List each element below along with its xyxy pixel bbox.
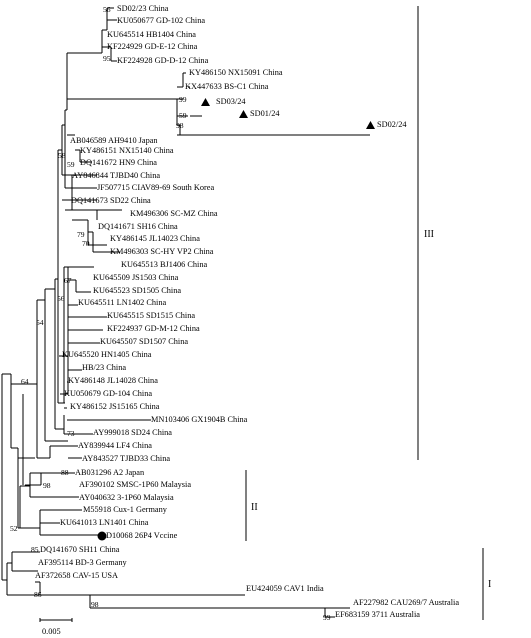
leaf-label: KU645507 SD1507 China	[100, 337, 188, 346]
leaf-label: AB046589 AH9410 Japan	[70, 136, 158, 145]
bootstrap-value: 73	[67, 429, 75, 438]
bootstrap-value: 95	[103, 54, 111, 63]
leaf-label: AY040632 3-1P60 Malaysia	[79, 493, 174, 502]
bootstrap-value: 67	[64, 276, 72, 285]
clade-label-I: I	[488, 579, 491, 590]
bootstrap-value: 88	[61, 468, 69, 477]
leaf-label: AB031296 A2 Japan	[75, 468, 145, 477]
leaf-label: KM496306 SC-MZ China	[130, 209, 218, 218]
bootstrap-value: 70	[82, 239, 90, 248]
circle-marker	[97, 531, 107, 541]
bootstrap-value: 56	[103, 5, 111, 14]
bootstrap-value: 86	[34, 590, 42, 599]
bootstrap-value: 99	[323, 613, 331, 622]
bootstrap-value: 64	[21, 377, 29, 386]
triangle-marker	[239, 110, 248, 118]
leaf-label: AY846844 TJBD40 China	[72, 171, 160, 180]
leaf-label: AF395114 BD-3 Germany	[38, 558, 127, 567]
bootstrap-values: 56 95 99 59 98 58 59 79 70 67 56 54 73 6…	[10, 5, 331, 622]
bootstrap-value: 98	[91, 600, 99, 609]
leaf-label: DQ141670 SH11 China	[40, 545, 120, 554]
leaf-label: DQ141672 HN9 China	[80, 158, 157, 167]
leaf-label: SD01/24	[250, 109, 280, 118]
leaf-label: D10068 26P4 Vccine	[106, 531, 178, 540]
leaf-label: KF224937 GD-M-12 China	[107, 324, 200, 333]
leaf-label: KU645523 SD1505 China	[93, 286, 181, 295]
leaf-label: SD03/24	[216, 97, 246, 106]
leaf-label: KU641013 LN1401 China	[60, 518, 149, 527]
leaf-label: SD02/23 China	[117, 4, 169, 13]
leaf-labels: SD02/23 China KU050677 GD-102 China KU64…	[35, 4, 459, 619]
leaf-label: AF390102 SMSC-1P60 Malaysia	[79, 480, 191, 489]
bootstrap-value: 98	[176, 121, 184, 130]
leaf-label: SD02/24	[377, 120, 407, 129]
clade-label-II: II	[251, 502, 258, 513]
leaf-label: KU645520 HN1405 China	[62, 350, 152, 359]
scale-bar-label: 0.005	[42, 627, 61, 636]
leaf-label: KY486151 NX15140 China	[80, 146, 174, 155]
scale-bar: 0.005	[39, 618, 73, 636]
leaf-label: KU645515 SD1515 China	[107, 311, 195, 320]
bootstrap-value: 59	[179, 111, 187, 120]
leaf-label: KY486152 JS15165 China	[70, 402, 160, 411]
leaf-label: KY486145 JL14023 China	[110, 234, 200, 243]
leaf-label: AY839944 LF4 China	[78, 441, 152, 450]
clade-label-III: III	[424, 229, 434, 240]
bootstrap-value: 99	[179, 95, 187, 104]
leaf-label: JF507715 CIAV89-69 South Korea	[97, 183, 214, 192]
leaf-label: DQ141671 SH16 China	[98, 222, 178, 231]
leaf-label: KY486150 NX15091 China	[189, 68, 283, 77]
leaf-label: AY999018 SD24 China	[93, 428, 172, 437]
leaf-label: KM496303 SC-HY VP2 China	[110, 247, 214, 256]
bootstrap-value: 52	[10, 524, 18, 533]
leaf-label: M55918 Cux-1 Germany	[83, 505, 168, 514]
leaf-label: AY843527 TJBD33 China	[82, 454, 170, 463]
bootstrap-value: 56	[57, 294, 65, 303]
leaf-label: EF683159 3711 Australia	[335, 610, 420, 619]
leaf-label: AF227982 CAU269/7 Australia	[353, 598, 459, 607]
leaf-label: KU050679 GD-104 China	[64, 389, 152, 398]
bootstrap-value: 98	[43, 481, 51, 490]
leaf-label: EU424059 CAV1 India	[246, 584, 324, 593]
leaf-label: KX447633 BS-C1 China	[185, 82, 269, 91]
leaf-label: KY486148 JL14028 China	[68, 376, 158, 385]
leaf-label: HB/23 China	[82, 363, 126, 372]
bootstrap-value: 54	[36, 318, 44, 327]
leaf-label: MN103406 GX1904B China	[151, 415, 248, 424]
bootstrap-value: 85	[31, 545, 39, 554]
tree-branches	[1, 7, 370, 618]
bootstrap-value: 58	[58, 151, 66, 160]
triangle-marker	[366, 121, 375, 129]
leaf-label: AF372658 CAV-15 USA	[35, 571, 118, 580]
leaf-label: KF224928 GD-D-12 China	[117, 56, 209, 65]
leaf-label: KU645513 BJ1406 China	[121, 260, 208, 269]
bootstrap-value: 79	[77, 230, 85, 239]
leaf-label: KU645509 JS1503 China	[93, 273, 179, 282]
leaf-label: KF224929 GD-E-12 China	[107, 42, 198, 51]
clade-brackets	[245, 6, 484, 620]
leaf-label: DQ141673 SD22 China	[71, 196, 151, 205]
leaf-label: KU645511 LN1402 China	[78, 298, 167, 307]
leaf-label: KU645514 HB1404 China	[107, 30, 196, 39]
triangle-marker	[201, 98, 210, 106]
bootstrap-value: 59	[67, 160, 75, 169]
leaf-label: KU050677 GD-102 China	[117, 16, 205, 25]
